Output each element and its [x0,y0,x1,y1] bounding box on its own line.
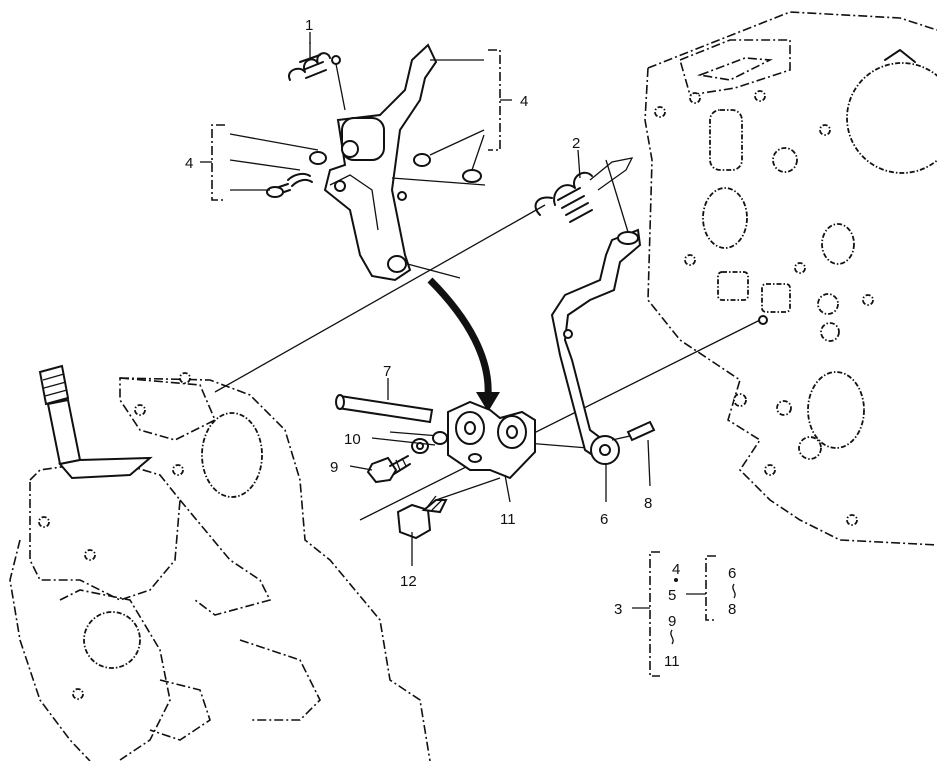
bolt-part-9 [366,455,411,484]
detent-set [229,59,486,198]
callout-labels: 1 2 4 4 7 10 9 11 6 8 12 [185,17,652,590]
shaft-part-7 [335,394,434,424]
bracket-part-11 [447,400,536,480]
engine-block [644,11,937,546]
bracket-4-left [200,124,225,201]
bracket-4-right [488,49,512,151]
legend-item-4: 4 [672,561,680,578]
callout-8: 8 [644,495,652,512]
assembly-arrow [427,277,500,412]
legend-main-3: 3 [614,601,622,618]
gear-housing [9,372,431,761]
pin-part-8 [611,420,656,442]
leader-lines [309,32,651,503]
callout-1: 1 [305,17,313,34]
legend-item-9: 9 [668,613,676,630]
callout-7: 7 [383,363,391,380]
washer-part-10 [411,431,448,454]
spring-part-1 [288,42,346,111]
callout-9: 9 [330,459,338,476]
callout-2: 2 [572,135,580,152]
callout-11: 11 [500,511,516,528]
spline-shaft [38,364,153,480]
shift-fork-part-4 [323,43,438,282]
legend-item-6: 6 [728,565,736,582]
spring-part-2 [534,157,634,223]
legend-item-11: 11 [664,653,680,670]
callout-4-left: 4 [185,155,193,172]
callout-10: 10 [344,431,361,448]
legend-item-8: 8 [728,601,736,618]
legend-group: 3 4 5 9 11 6 8 [614,551,736,677]
lever-part-6 [550,159,642,465]
legend-item-5: 5 [668,587,676,604]
callout-4-right: 4 [520,93,528,110]
callout-6: 6 [600,511,608,528]
callout-12: 12 [400,573,417,590]
bolt-part-12 [396,495,448,566]
